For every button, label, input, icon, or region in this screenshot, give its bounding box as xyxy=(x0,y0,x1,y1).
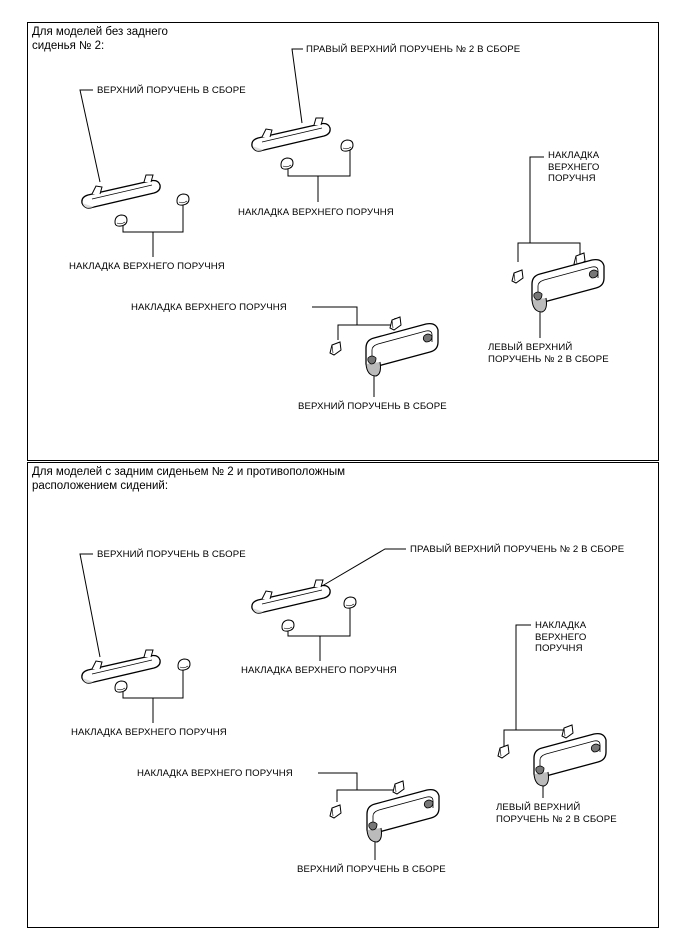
label-cover: НАКЛАДКА ВЕРХНЕГО ПОРУЧНЯ xyxy=(548,150,600,184)
diagram-panel-top: Для моделей без заднего сиденья № 2: xyxy=(27,22,659,461)
label-cover: НАКЛАДКА ВЕРХНЕГО ПОРУЧНЯ xyxy=(131,302,287,313)
label-cover: НАКЛАДКА ВЕРХНЕГО ПОРУЧНЯ xyxy=(69,261,225,272)
label-cover: НАКЛАДКА ВЕРХНЕГО ПОРУЧНЯ xyxy=(535,620,587,654)
label-right-assembly-no2: ПРАВЫЙ ВЕРХНИЙ ПОРУЧЕНЬ № 2 В СБОРЕ xyxy=(306,44,521,55)
panel-heading: Для моделей с задним сиденьем № 2 и прот… xyxy=(32,466,346,492)
label-assembly: ВЕРХНИЙ ПОРУЧЕНЬ В СБОРЕ xyxy=(297,864,446,875)
label-cover: НАКЛАДКА ВЕРХНЕГО ПОРУЧНЯ xyxy=(137,768,293,779)
label-left-assembly-no2: ЛЕВЫЙ ВЕРХНИЙ ПОРУЧЕНЬ № 2 В СБОРЕ xyxy=(488,342,609,365)
label-right-assembly-no2: ПРАВЫЙ ВЕРХНИЙ ПОРУЧЕНЬ № 2 В СБОРЕ xyxy=(410,544,625,555)
panel-heading: Для моделей без заднего сиденья № 2: xyxy=(32,26,168,52)
label-left-assembly-no2: ЛЕВЫЙ ВЕРХНИЙ ПОРУЧЕНЬ № 2 В СБОРЕ xyxy=(496,802,617,825)
label-cover: НАКЛАДКА ВЕРХНЕГО ПОРУЧНЯ xyxy=(241,665,397,676)
label-cover: НАКЛАДКА ВЕРХНЕГО ПОРУЧНЯ xyxy=(71,727,227,738)
label-cover: НАКЛАДКА ВЕРХНЕГО ПОРУЧНЯ xyxy=(238,207,394,218)
label-assembly: ВЕРХНИЙ ПОРУЧЕНЬ В СБОРЕ xyxy=(298,401,447,412)
label-assembly: ВЕРХНИЙ ПОРУЧЕНЬ В СБОРЕ xyxy=(97,549,246,560)
label-assembly: ВЕРХНИЙ ПОРУЧЕНЬ В СБОРЕ xyxy=(97,85,246,96)
diagram-panel-bottom: Для моделей с задним сиденьем № 2 и прот… xyxy=(27,462,659,928)
